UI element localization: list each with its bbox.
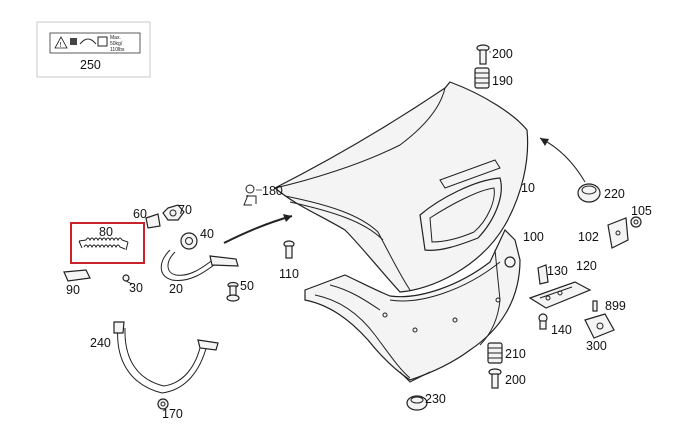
buffer-part-210[interactable] — [487, 342, 503, 364]
label-20: 20 — [169, 282, 183, 296]
label-102: 102 — [578, 230, 599, 244]
label-30: 30 — [129, 281, 143, 295]
arrow-head-icon-2 — [283, 214, 292, 222]
strap-part-240[interactable] — [113, 321, 219, 394]
cover-part-102[interactable] — [607, 217, 629, 249]
bolt-part-50[interactable] — [226, 281, 240, 302]
label-200-top: 200 — [492, 47, 513, 61]
emblem-part-180[interactable] — [243, 184, 257, 206]
label-220: 220 — [604, 187, 625, 201]
label-300: 300 — [586, 339, 607, 353]
warning-line-3: 110lbs — [110, 47, 125, 53]
spring-part-80[interactable] — [78, 237, 129, 251]
label-120: 120 — [576, 259, 597, 273]
label-110: 110 — [279, 267, 299, 281]
label-60: 60 — [133, 207, 147, 221]
label-130: 130 — [547, 264, 568, 278]
gear-part-40[interactable] — [180, 232, 198, 250]
label-90: 90 — [66, 283, 80, 297]
weight-icon — [70, 38, 77, 45]
label-230: 230 — [425, 392, 446, 406]
latch-plate-part-120[interactable] — [528, 281, 592, 309]
label-170: 170 — [162, 407, 183, 421]
nut-part-70[interactable] — [162, 204, 185, 221]
clip-part-130[interactable] — [537, 264, 549, 285]
screw-part-170[interactable] — [157, 398, 169, 410]
warning-line-2: 50kg/ — [110, 41, 123, 47]
label-50: 50 — [240, 279, 254, 293]
label-140: 140 — [551, 323, 572, 337]
label-180: 180 — [262, 184, 283, 198]
pad-part-90[interactable] — [63, 269, 91, 282]
warning-line-1: Max. — [110, 35, 121, 41]
label-250: 250 — [80, 58, 101, 72]
lock-part-300[interactable] — [584, 313, 615, 339]
label-80: 80 — [99, 225, 113, 239]
bolt-part-200-bottom[interactable] — [488, 368, 502, 389]
bolt-part-200-top[interactable] — [476, 44, 490, 65]
label-200-bottom: 200 — [505, 373, 526, 387]
screw-part-30[interactable] — [122, 274, 133, 285]
trunk-inner-frame-part-100[interactable] — [304, 228, 521, 383]
label-899: 899 — [605, 299, 626, 313]
buffer-part-190[interactable] — [474, 67, 490, 89]
bracket-part-60[interactable] — [145, 213, 161, 229]
hinge-arm-part-20[interactable] — [160, 249, 239, 281]
bolt-part-140[interactable] — [538, 313, 548, 330]
label-100: 100 — [523, 230, 544, 244]
warning-label-part-250[interactable]: ! Max. 50kg/ 110lbs — [36, 21, 151, 78]
buffer-part-230[interactable] — [406, 395, 428, 411]
label-105: 105 — [631, 204, 652, 218]
warning-triangle-icon — [54, 36, 68, 49]
svg-text:!: ! — [60, 42, 62, 49]
arrow-to-220 — [539, 137, 586, 183]
buffer-part-220[interactable] — [577, 183, 601, 203]
highlight-box — [70, 222, 145, 264]
arrow-to-lid — [223, 215, 293, 244]
arrow-head-icon — [540, 138, 549, 146]
label-190: 190 — [492, 74, 513, 88]
bolt-part-899[interactable] — [592, 300, 598, 312]
pin-part-110[interactable] — [283, 240, 295, 259]
label-210: 210 — [505, 347, 526, 361]
label-10: 10 — [521, 181, 535, 195]
trunk-lid-part-10[interactable] — [273, 81, 529, 293]
label-70: 70 — [178, 203, 192, 217]
label-240: 240 — [90, 336, 111, 350]
trunk-icon — [79, 38, 97, 45]
label-40: 40 — [200, 227, 214, 241]
clip-part-105[interactable] — [630, 216, 642, 228]
